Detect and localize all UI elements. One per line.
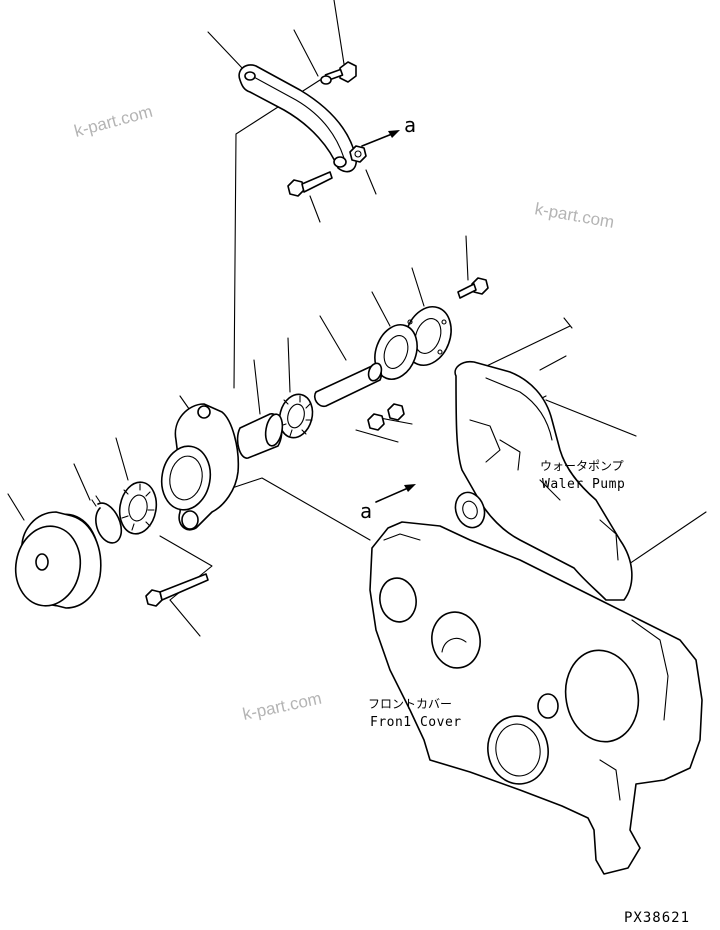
drawing-code: PX38621	[624, 910, 690, 926]
adjusting-bracket	[238, 64, 358, 173]
watermark-1: k-part.com	[72, 102, 154, 141]
water-pump-label-en: Waler Pump	[542, 477, 625, 492]
watermark-3: k-part.com	[241, 689, 323, 724]
gasket	[374, 324, 418, 380]
front-cover-label-en: Fron1 Cover	[370, 715, 462, 730]
front-cover	[369, 521, 703, 875]
watermark-2: k-part.com	[533, 199, 615, 232]
bearing-left	[118, 481, 158, 535]
arrow-a-bottom: a	[360, 484, 416, 523]
front-cover-label-jp: フロントカバー	[368, 697, 452, 711]
top-bolt	[320, 61, 357, 85]
water-pump	[454, 355, 637, 601]
callout-labels: ウォータポンプ Waler Pump フロントカバー Fron1 Cover	[368, 459, 625, 730]
shaft	[313, 362, 383, 408]
bearing-right	[278, 393, 314, 439]
arrow-a-bottom-label: a	[360, 499, 372, 523]
snap-ring	[91, 495, 123, 544]
mounting-bolt	[145, 573, 209, 607]
bracket-bolt	[287, 171, 333, 197]
cover-bolt	[457, 277, 489, 299]
mid-nuts	[367, 403, 405, 431]
pulley-housing	[160, 403, 240, 531]
arrow-a-top-label: a	[404, 113, 416, 137]
water-pump-label-jp: ウォータポンプ	[540, 459, 624, 473]
spacer	[236, 413, 284, 459]
bracket-nut	[349, 145, 367, 163]
pulley	[14, 511, 102, 609]
arrow-a-top: a	[361, 113, 416, 147]
